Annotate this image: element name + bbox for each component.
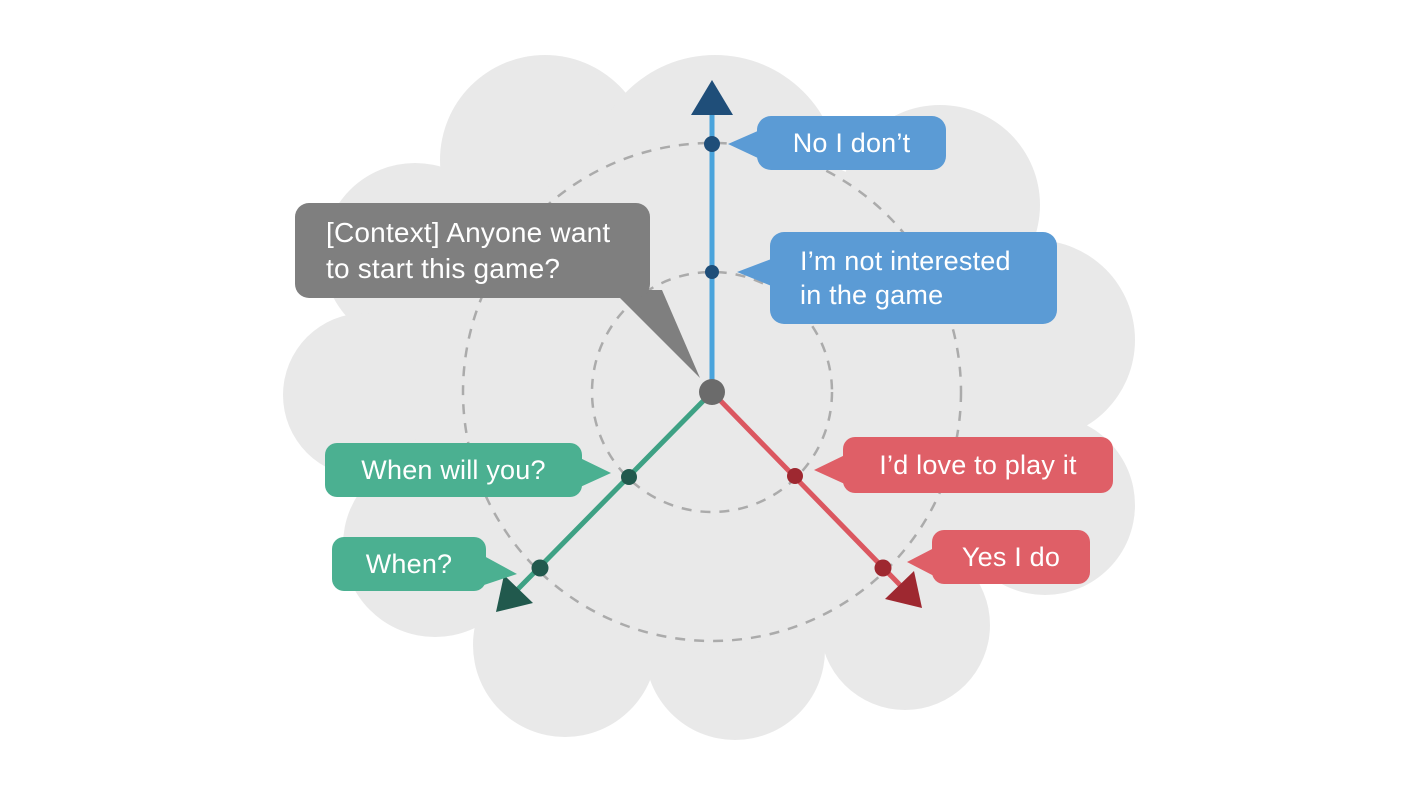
yes-i-do-bubble-tail: [907, 547, 936, 577]
context-bubble-line1: [Context] Anyone want: [326, 216, 611, 248]
followup-axis-point-near: [621, 469, 637, 485]
positive-axis-point-far: [874, 559, 892, 577]
negative-axis-point-far: [704, 136, 720, 152]
when-bubble-tail: [484, 556, 517, 585]
when-will-you-bubble-tail: [578, 457, 611, 488]
context-bubble: [Context] Anyone want to start this game…: [295, 203, 650, 298]
negative-axis-point-near: [705, 265, 719, 279]
yes-i-do-bubble: Yes I do: [932, 530, 1090, 584]
inner-dashed-circle: [590, 270, 834, 514]
followup-axis-point-far: [531, 559, 549, 577]
when-will-you-bubble: When will you?: [325, 443, 582, 497]
positive-axis-arrow-icon: [885, 571, 922, 608]
when-will-you-label: When will you?: [361, 455, 546, 485]
love-to-play-label: I’d love to play it: [879, 450, 1077, 480]
when-label: When?: [365, 549, 453, 579]
not-interested-line1: I’m not interested: [800, 246, 1011, 276]
positive-axis-point-near: [787, 468, 803, 484]
no-i-dont-bubble-tail: [728, 130, 760, 159]
not-interested-line2: in the game: [800, 280, 944, 310]
origin-point: [699, 379, 725, 405]
context-bubble-tail: [612, 290, 700, 378]
no-i-dont-bubble: No I don’t: [757, 116, 946, 170]
outer-dashed-circle: [461, 141, 963, 643]
followup-axis-arrow-icon: [496, 575, 533, 612]
love-to-play-bubble-tail: [814, 454, 847, 485]
context-bubble-line2: to start this game?: [326, 252, 561, 284]
love-to-play-bubble: I’d love to play it: [843, 437, 1113, 493]
yes-i-do-label: Yes I do: [961, 542, 1061, 572]
negative-axis-arrow-icon: [691, 80, 733, 115]
not-interested-bubble-tail: [737, 258, 774, 287]
followup-axis-line: [516, 390, 714, 591]
when-bubble: When?: [332, 537, 486, 591]
no-i-dont-label: No I don’t: [792, 128, 911, 158]
positive-axis-line: [710, 390, 902, 587]
not-interested-bubble: I’m not interested in the game: [770, 232, 1057, 324]
